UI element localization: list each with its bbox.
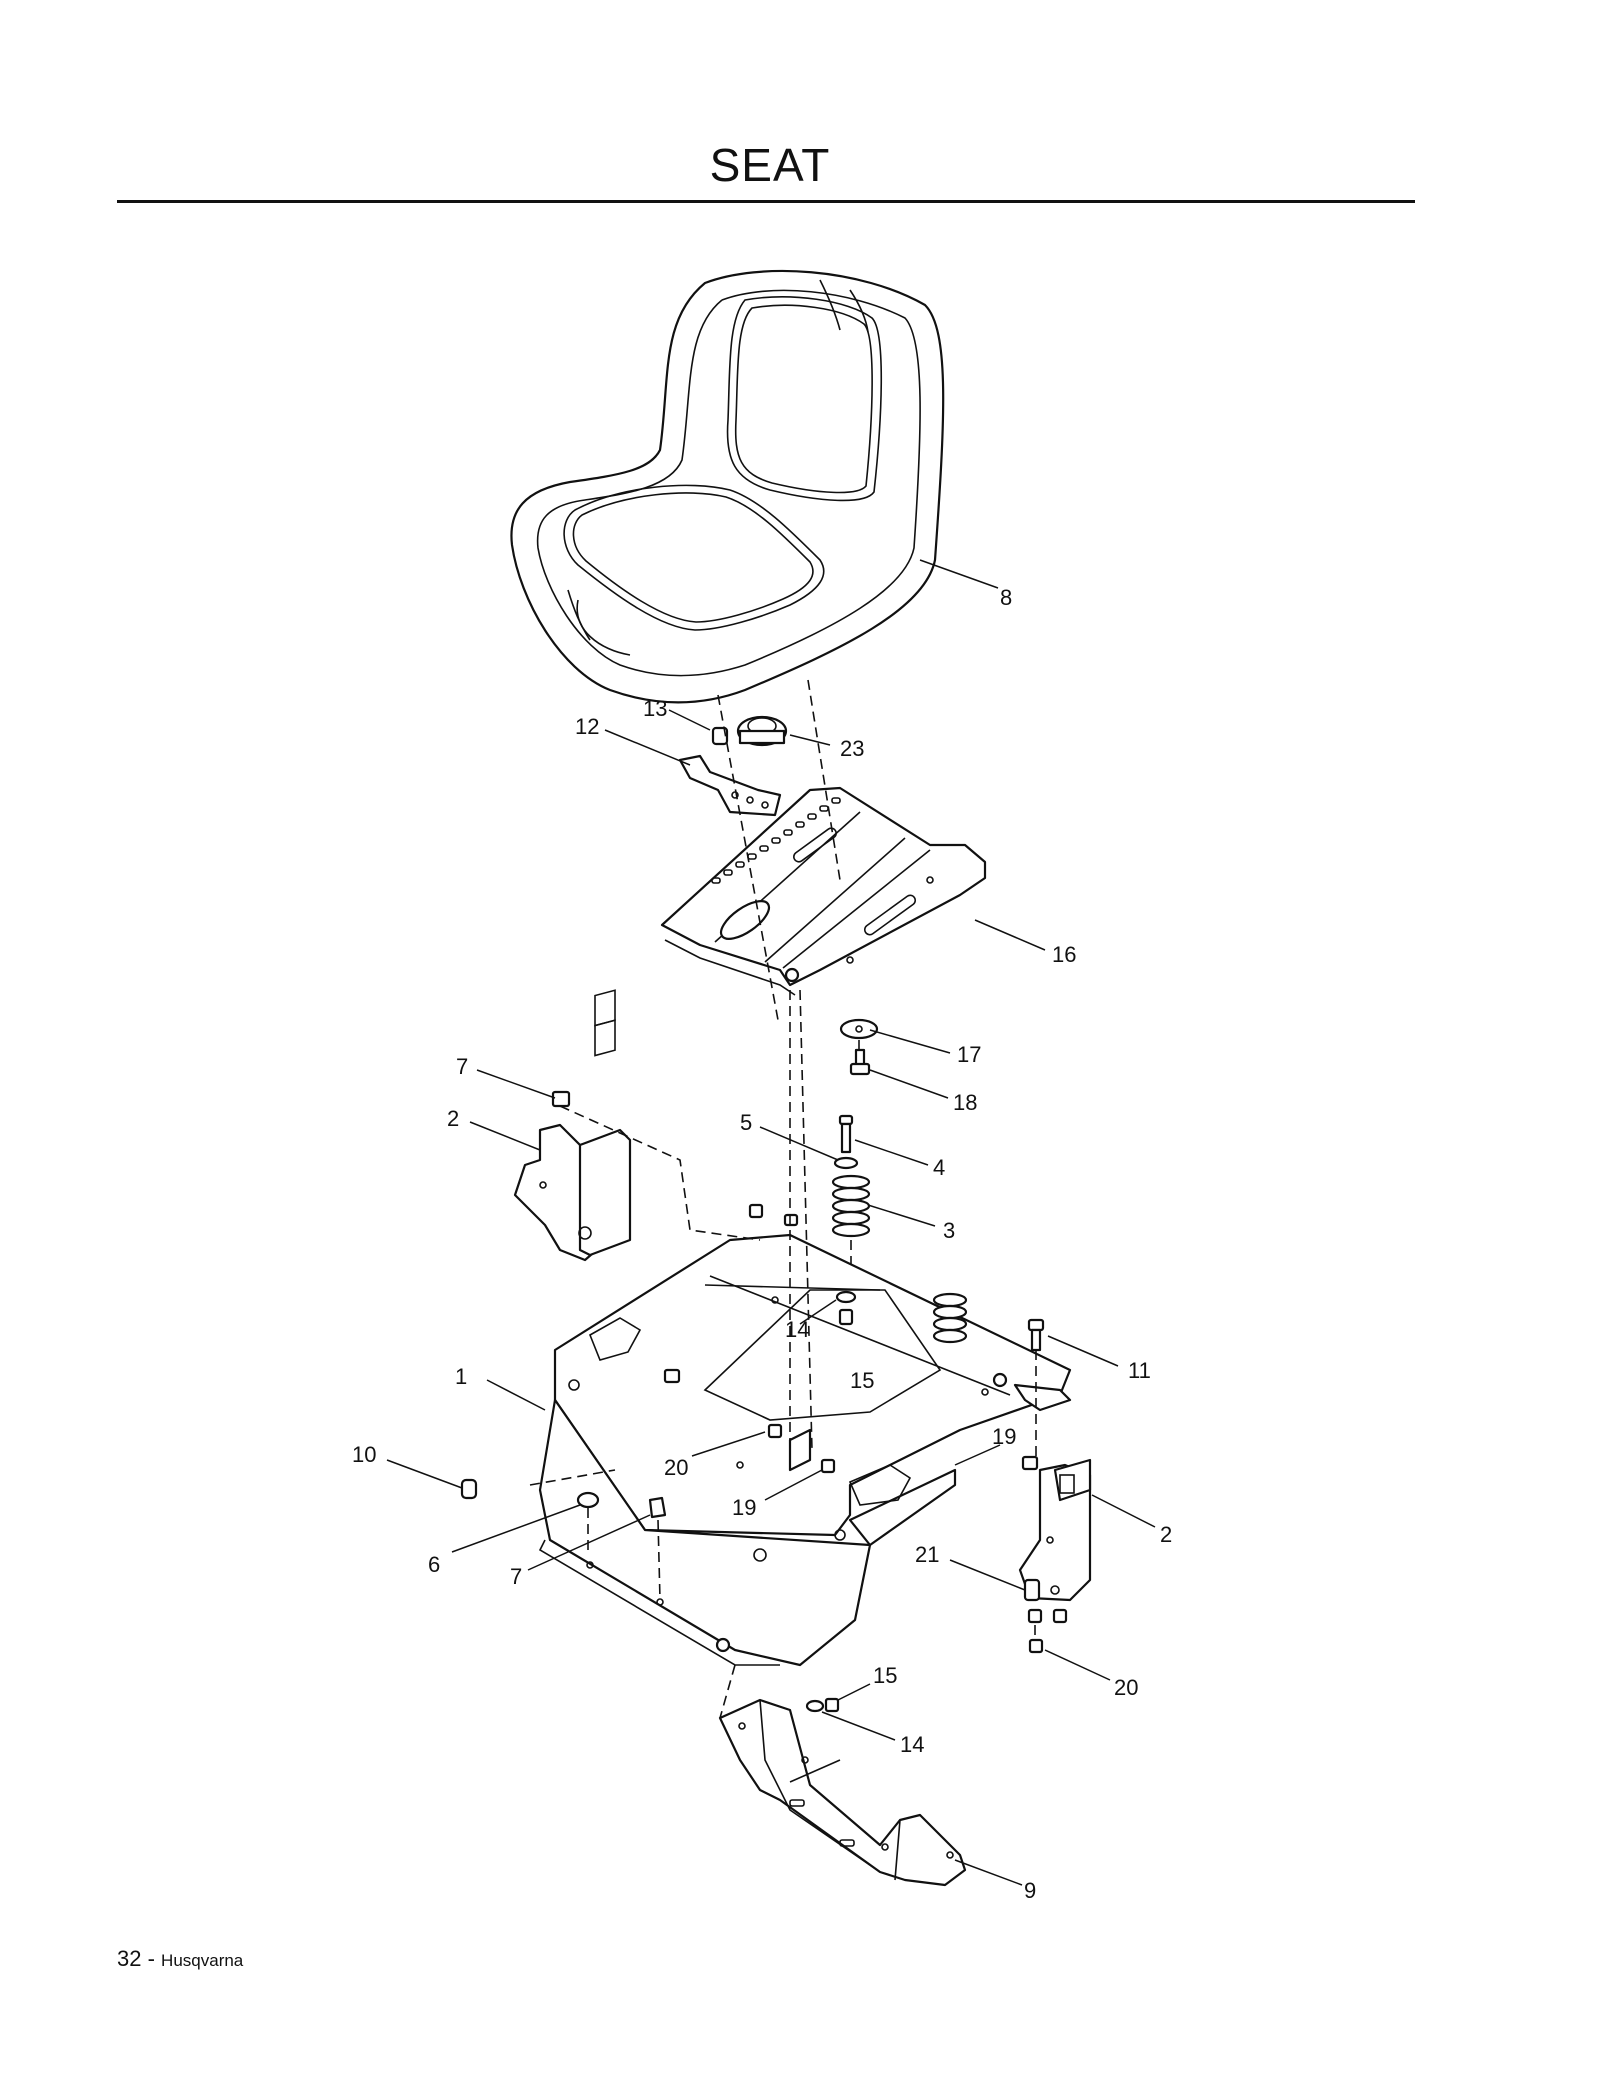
- washer-17: [839, 1018, 879, 1040]
- callout-9: 9: [1024, 1878, 1036, 1903]
- seat-base-frame-1: [538, 1233, 1072, 1667]
- washer-5: [833, 1156, 859, 1170]
- clip-19-right: [1021, 1455, 1039, 1471]
- seat-bracket-12: [678, 754, 782, 817]
- callout-20-right: 20: [1114, 1675, 1138, 1700]
- right-bracket-2: [1018, 1458, 1092, 1602]
- leader-lines: [386, 559, 1156, 1886]
- clip-7-left: [551, 1090, 571, 1108]
- callout-10: 10: [352, 1442, 376, 1467]
- callout-7-left: 7: [456, 1054, 468, 1079]
- callout-16: 16: [1052, 942, 1076, 967]
- callout-23: 23: [840, 736, 864, 761]
- seat-cushion: [510, 269, 945, 704]
- callout-14-upper: 14: [785, 1317, 809, 1342]
- callout-1: 1: [455, 1364, 467, 1389]
- lower-bracket-9: [718, 1698, 967, 1887]
- page-title: SEAT: [709, 139, 831, 191]
- seat-adjust-slots: [711, 797, 841, 884]
- callout-11: 11: [1128, 1358, 1151, 1383]
- callout-8: 8: [1000, 585, 1012, 610]
- washer-14-lower: [805, 1699, 825, 1713]
- callout-21: 21: [915, 1542, 939, 1567]
- callout-4: 4: [933, 1155, 945, 1180]
- plug-6: [576, 1491, 600, 1509]
- pin-21: [1023, 1578, 1041, 1602]
- callout-2-left: 2: [447, 1106, 459, 1131]
- page-number: 32: [117, 1946, 142, 1971]
- page-footer: 32 - Husqvarna: [117, 1946, 243, 1972]
- nut-15-lower: [824, 1697, 840, 1713]
- callout-15-upper: 15: [850, 1368, 874, 1393]
- title-rule: [117, 200, 1415, 203]
- callout-2-right: 2: [1160, 1522, 1172, 1547]
- nuts-20: [1027, 1608, 1068, 1654]
- callout-17: 17: [957, 1042, 981, 1067]
- fastener-set-top: [663, 1203, 857, 1474]
- callout-19-lower: 19: [732, 1495, 756, 1520]
- callout-numbers: 8 13 12 23 16 17 18 5 4 3 7 2 1 10 6 7 1…: [352, 585, 1172, 1903]
- callout-20-left: 20: [664, 1455, 688, 1480]
- callout-7-lower: 7: [510, 1564, 522, 1589]
- nut-13: [711, 726, 729, 746]
- pin-10: [460, 1478, 478, 1500]
- clip-7-lower: [648, 1496, 667, 1519]
- callout-18: 18: [953, 1090, 977, 1115]
- seat-knob-23: [736, 715, 788, 747]
- bolt-4: [838, 1114, 854, 1154]
- callout-3: 3: [943, 1218, 955, 1243]
- bolt-18: [849, 1048, 871, 1076]
- callout-19-right: 19: [992, 1424, 1016, 1449]
- callout-15-lower: 15: [873, 1663, 897, 1688]
- spring-3: [831, 1174, 871, 1238]
- callout-12: 12: [575, 714, 599, 739]
- callout-5: 5: [740, 1110, 752, 1135]
- callout-6: 6: [428, 1552, 440, 1577]
- left-bracket-2: [513, 989, 632, 1262]
- bolt-11: [1027, 1318, 1045, 1352]
- footer-separator: -: [141, 1946, 162, 1971]
- seat-pan-16: [660, 786, 987, 996]
- callout-14-lower: 14: [900, 1732, 924, 1757]
- footer-brand: Husqvarna: [161, 1951, 244, 1970]
- callout-13: 13: [643, 696, 667, 721]
